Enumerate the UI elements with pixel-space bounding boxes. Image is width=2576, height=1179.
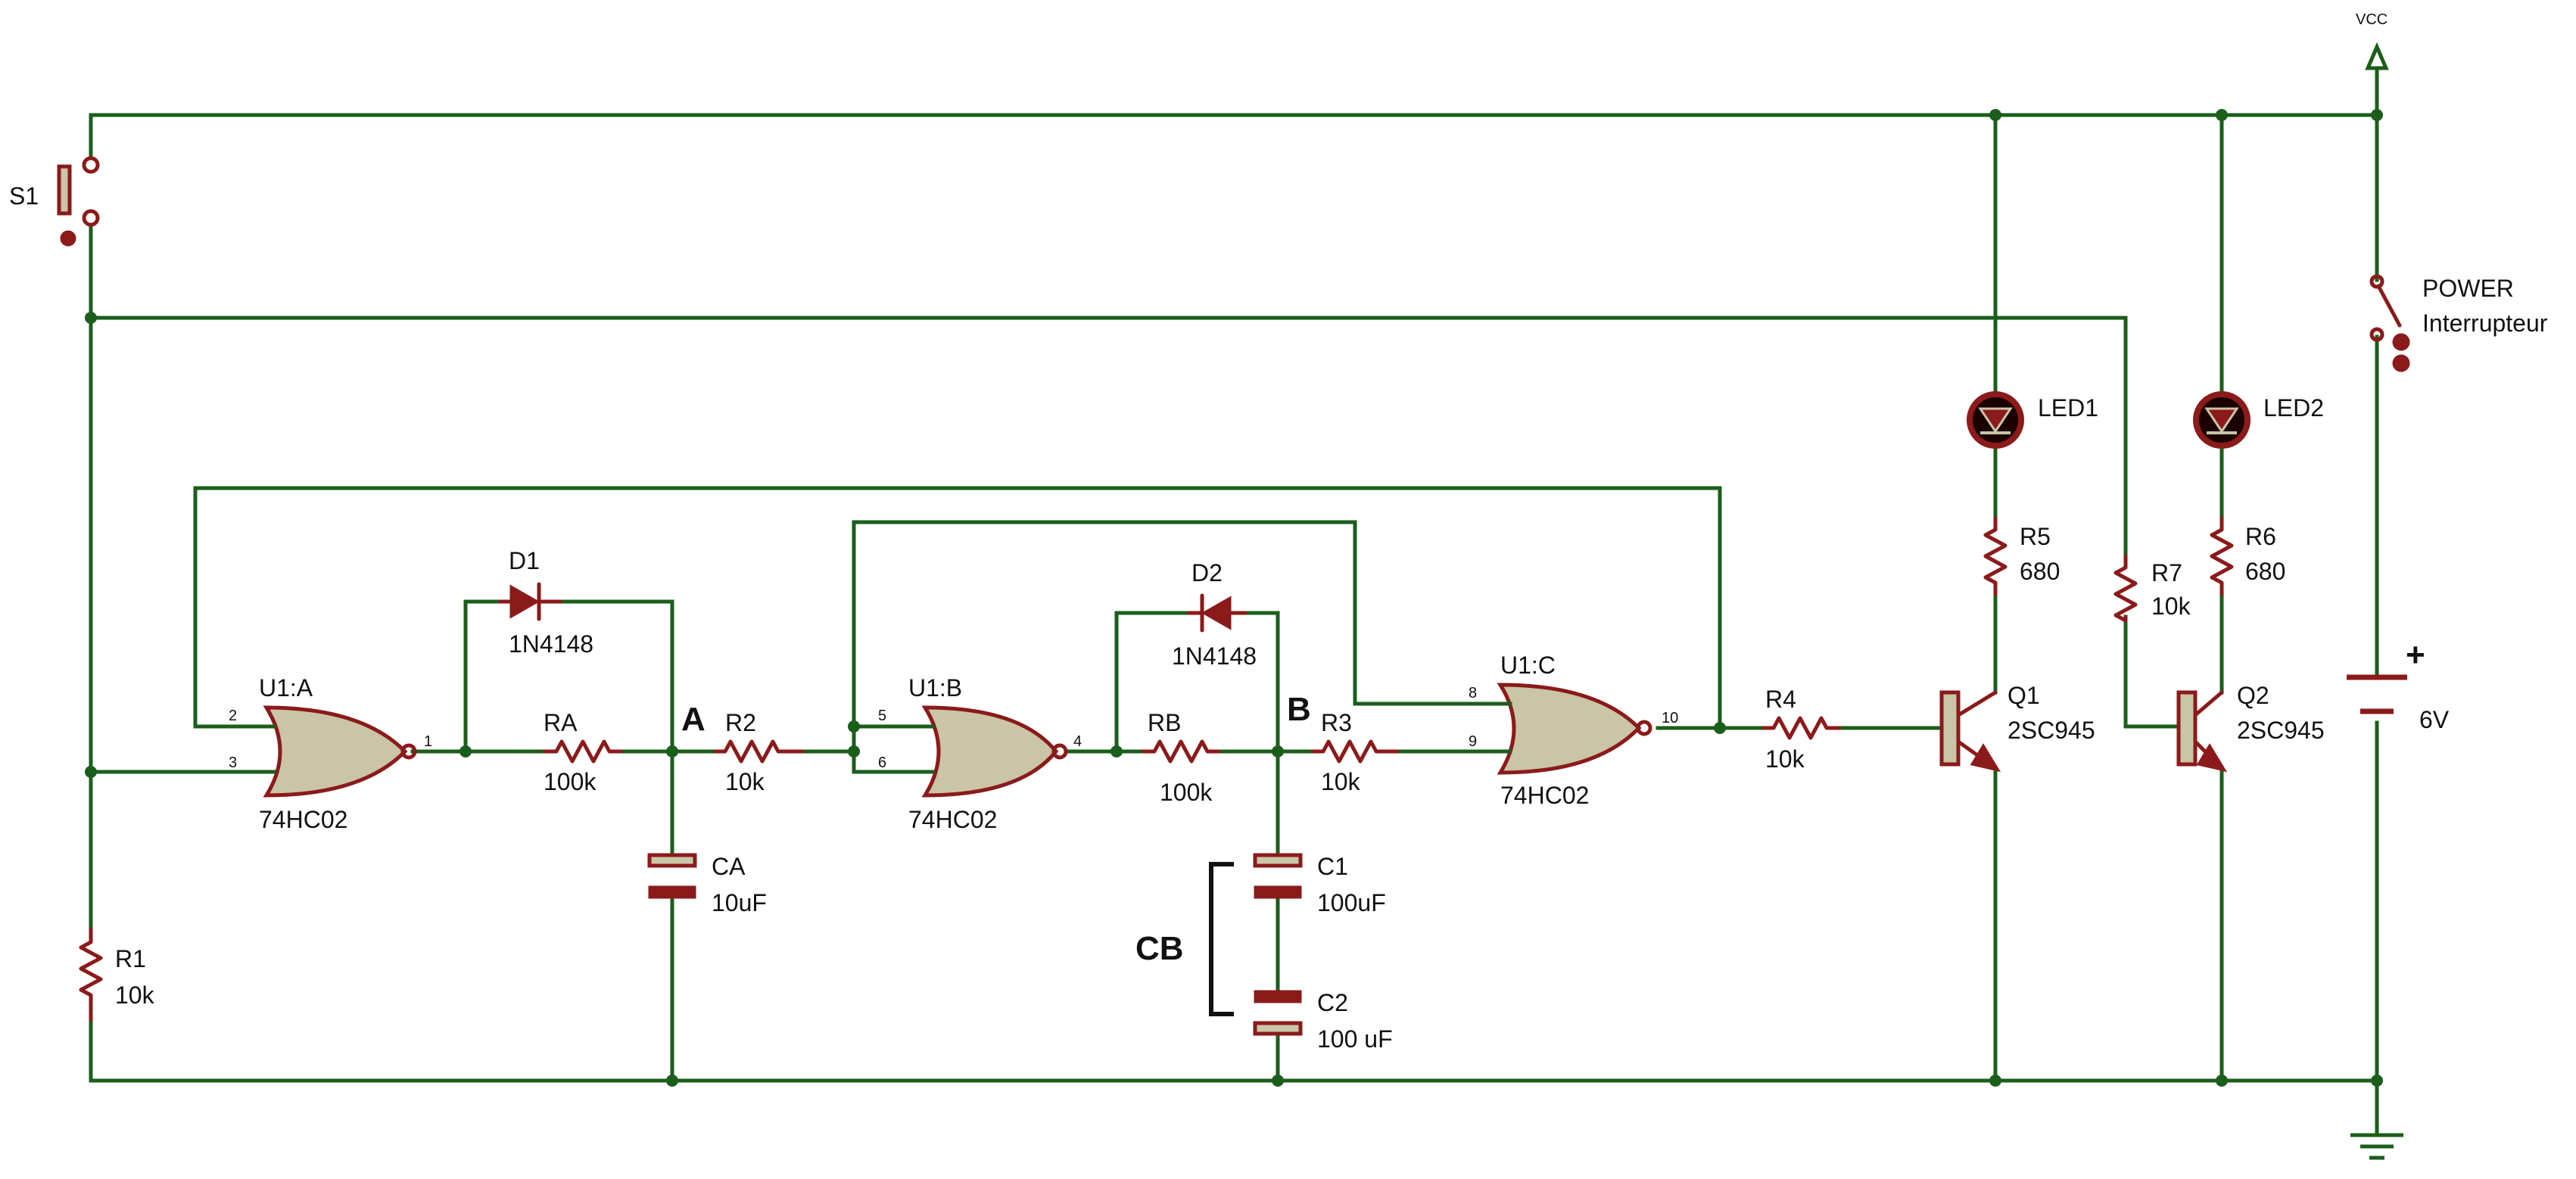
r5-name: R5 <box>2020 523 2051 550</box>
resistor-ra: RA 100k <box>543 709 623 795</box>
d2-value: 1N4148 <box>1172 642 1257 670</box>
resistor-r5: R5 680 <box>1983 516 2060 596</box>
capacitor-c1: C1 100uF <box>1253 853 1386 916</box>
vcc-label: VCC <box>2356 11 2388 28</box>
gate-u1c-type: 74HC02 <box>1500 782 1589 809</box>
gate-u1b: U1:B 74HC02 5 6 4 <box>878 674 1082 833</box>
rb-value: 100k <box>1160 779 1213 806</box>
led1-name: LED1 <box>2038 394 2098 422</box>
c1-value: 100uF <box>1317 889 1386 916</box>
resistor-r4: R4 10k <box>1761 686 1842 773</box>
r2-value: 10k <box>725 768 765 795</box>
c2-name: C2 <box>1317 989 1348 1016</box>
gate-u1c-name: U1:C <box>1500 652 1556 679</box>
c1-name: C1 <box>1317 853 1348 880</box>
gate-u1c-pin9: 9 <box>1469 733 1477 750</box>
capacitor-ca: CA 10uF <box>647 853 767 916</box>
r4-value: 10k <box>1765 745 1805 773</box>
resistor-r3: R3 10k <box>1311 709 1399 795</box>
r1-value: 10k <box>115 981 155 1009</box>
ca-value: 10uF <box>712 889 767 916</box>
resistor-r7: R7 10k <box>2113 554 2191 623</box>
r5-value: 680 <box>2020 558 2060 585</box>
r3-value: 10k <box>1321 768 1361 795</box>
gate-u1a: U1:A 74HC02 2 3 1 <box>229 674 432 833</box>
battery-value: 6V <box>2419 706 2450 733</box>
node-a-label: A <box>681 701 706 738</box>
vcc-terminal: VCC <box>2356 11 2389 70</box>
cb-label: CB <box>1135 930 1184 967</box>
resistor-r1: R1 10k <box>79 927 155 1022</box>
power-switch-desc: Interrupteur <box>2422 310 2548 337</box>
led-1: LED1 <box>1967 391 2098 449</box>
d1-name: D1 <box>509 547 540 574</box>
battery: + 6V <box>2347 636 2450 733</box>
r2-name: R2 <box>725 709 756 736</box>
gate-u1b-type: 74HC02 <box>908 806 997 833</box>
resistor-r6: R6 680 <box>2210 516 2285 596</box>
gate-u1a-pin1: 1 <box>424 733 432 750</box>
resistor-rb: RB 100k <box>1141 709 1221 806</box>
resistor-r2: R2 10k <box>713 709 805 795</box>
q1-name: Q1 <box>2008 682 2040 709</box>
gate-u1a-type: 74HC02 <box>259 806 347 833</box>
r6-value: 680 <box>2245 558 2285 585</box>
r7-value: 10k <box>2151 593 2191 620</box>
junctions <box>85 109 2383 1087</box>
led2-name: LED2 <box>2263 394 2324 422</box>
power-switch-name: POWER <box>2422 275 2514 302</box>
wires <box>89 66 2379 1137</box>
battery-sign: + <box>2406 636 2425 673</box>
c2-value: 100 uF <box>1317 1025 1393 1053</box>
q2-name: Q2 <box>2237 682 2269 709</box>
node-b-label: B <box>1287 691 1311 728</box>
r3-name: R3 <box>1321 709 1352 736</box>
gate-u1b-pin6: 6 <box>878 754 886 771</box>
r7-name: R7 <box>2151 559 2182 586</box>
gate-u1b-name: U1:B <box>908 674 962 701</box>
cb-bracket: CB <box>1135 862 1234 1016</box>
capacitor-c2: C2 100 uF <box>1253 989 1393 1053</box>
diode-d2: D2 1N4148 <box>1172 559 1257 670</box>
gate-u1c-pin10: 10 <box>1662 710 1678 726</box>
r4-name: R4 <box>1765 686 1796 713</box>
led-2: LED2 <box>2193 391 2324 449</box>
gate-u1c-pin8: 8 <box>1469 685 1477 701</box>
diode-d1: D1 1N4148 <box>497 547 593 658</box>
ra-value: 100k <box>544 768 596 795</box>
gate-u1c: U1:C 74HC02 8 9 10 <box>1469 652 1678 809</box>
d2-name: D2 <box>1191 559 1223 586</box>
q1-value: 2SC945 <box>2008 717 2095 744</box>
transistor-q1: Q1 2SC945 <box>1939 682 2095 773</box>
r6-name: R6 <box>2245 523 2276 550</box>
gate-u1a-name: U1:A <box>259 674 313 701</box>
rb-name: RB <box>1148 709 1181 736</box>
gate-u1a-pin2: 2 <box>229 708 237 724</box>
ra-name: RA <box>544 709 578 736</box>
q2-value: 2SC945 <box>2237 717 2325 744</box>
s1-label: S1 <box>9 182 39 210</box>
r1-name: R1 <box>115 945 146 972</box>
gate-u1b-pin4: 4 <box>1073 733 1082 750</box>
gate-u1b-pin5: 5 <box>878 708 886 724</box>
power-switch: POWER Interrupteur <box>2369 274 2548 372</box>
ca-name: CA <box>712 853 746 880</box>
switch-s1: S1 <box>9 156 100 247</box>
ground-symbol <box>2350 1133 2403 1160</box>
d1-value: 1N4148 <box>509 630 593 658</box>
gate-u1a-pin3: 3 <box>229 754 237 771</box>
transistor-q2: Q2 2SC945 <box>2176 682 2325 773</box>
